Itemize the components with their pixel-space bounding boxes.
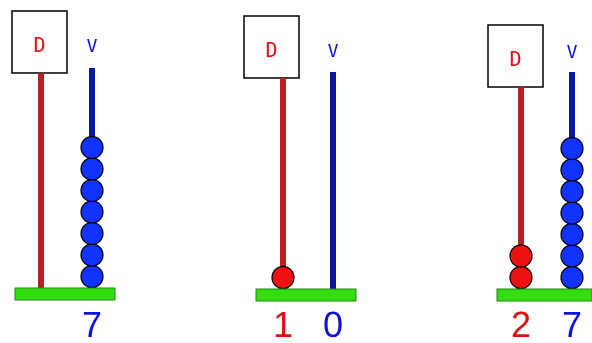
abacus-base: [496, 288, 592, 302]
units-bead: [560, 244, 584, 268]
units-bead: [80, 221, 104, 246]
tens-bead: [509, 265, 533, 290]
abacus-2-beads: [271, 265, 295, 290]
units-bead: [560, 136, 584, 161]
tens-label-box: [243, 15, 300, 79]
units-digit: 7: [82, 304, 102, 343]
tens-label: D: [509, 47, 521, 71]
tens-label: D: [33, 33, 45, 57]
units-label: V: [567, 42, 578, 63]
units-bead: [560, 222, 584, 247]
units-label: V: [328, 41, 339, 62]
tens-bead: [271, 265, 295, 290]
tens-rod: [280, 78, 286, 289]
abacus-2: D V 1 0: [243, 15, 357, 343]
tens-digit: 2: [511, 304, 531, 343]
tens-label: D: [265, 38, 277, 62]
units-bead: [80, 264, 104, 289]
units-bead: [80, 135, 104, 160]
abacus-base: [14, 287, 116, 301]
abacus-1-beads: [80, 135, 104, 289]
units-rod: [330, 72, 336, 289]
units-bead: [560, 201, 584, 225]
abacus-1: D V 7: [11, 10, 116, 343]
units-digit: 0: [323, 304, 343, 343]
units-bead: [80, 243, 104, 267]
units-bead: [80, 157, 104, 181]
abacus-3: D V 2 7: [487, 24, 592, 343]
units-digit: 7: [562, 304, 582, 343]
tens-rod: [38, 73, 44, 288]
units-bead: [80, 200, 104, 224]
units-bead: [560, 179, 584, 204]
tens-label-box: [11, 10, 68, 74]
units-bead: [560, 265, 584, 290]
tens-rod: [518, 87, 524, 289]
tens-digit: 1: [273, 304, 293, 343]
tens-bead: [509, 244, 533, 268]
tens-label-box: [487, 24, 544, 88]
units-bead: [80, 178, 104, 203]
abacus-base: [255, 288, 357, 302]
units-bead: [560, 158, 584, 182]
units-label: V: [87, 36, 98, 57]
